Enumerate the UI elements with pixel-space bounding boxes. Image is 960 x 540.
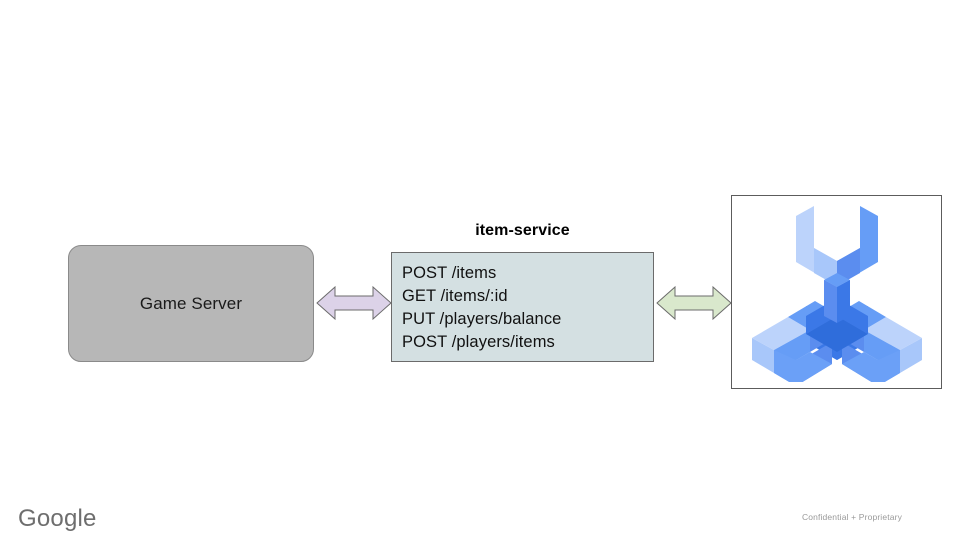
connector-game-server-to-item-service[interactable] bbox=[316, 283, 392, 323]
isometric-triple-wrench-icon bbox=[751, 206, 922, 382]
confidentiality-notice: Confidential + Proprietary bbox=[801, 512, 902, 522]
google-logo: Google bbox=[18, 505, 97, 532]
endpoint-line: POST /players/items bbox=[402, 333, 555, 351]
node-item-service-title: item-service bbox=[475, 222, 570, 239]
double-arrow-icon bbox=[656, 285, 732, 321]
endpoint-line: PUT /players/balance bbox=[402, 310, 562, 328]
node-build-logo-frame[interactable] bbox=[731, 195, 942, 389]
node-game-server-label: Game Server bbox=[139, 293, 243, 313]
node-game-server[interactable]: Game Server bbox=[68, 245, 314, 362]
endpoint-line: POST /items bbox=[402, 264, 497, 282]
connector-item-service-to-build-logo[interactable] bbox=[656, 283, 732, 323]
node-item-service[interactable]: POST /items GET /items/:id PUT /players/… bbox=[391, 252, 654, 362]
endpoint-line: GET /items/:id bbox=[402, 287, 508, 305]
double-arrow-icon bbox=[316, 285, 392, 321]
